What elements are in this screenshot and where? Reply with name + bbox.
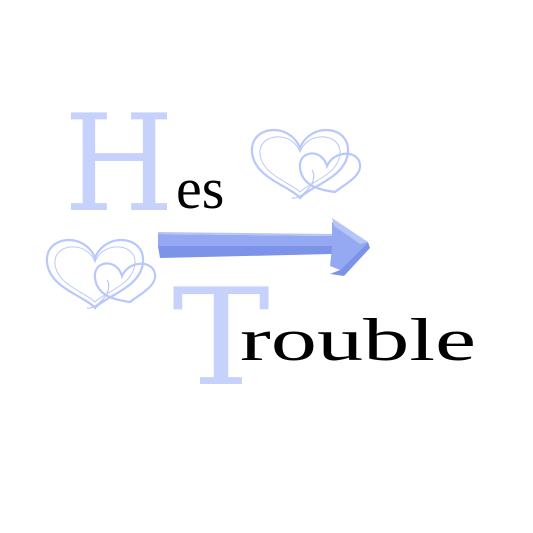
heart-pair-icon xyxy=(45,239,157,310)
logo-initial-h: H xyxy=(64,86,174,242)
logo-initial-t: T xyxy=(172,260,270,416)
logo-word-es: es xyxy=(176,156,224,221)
heart-pair-icon xyxy=(250,129,362,200)
arrow-right-icon xyxy=(158,218,370,276)
logo-word-rouble: rouble xyxy=(240,307,476,373)
